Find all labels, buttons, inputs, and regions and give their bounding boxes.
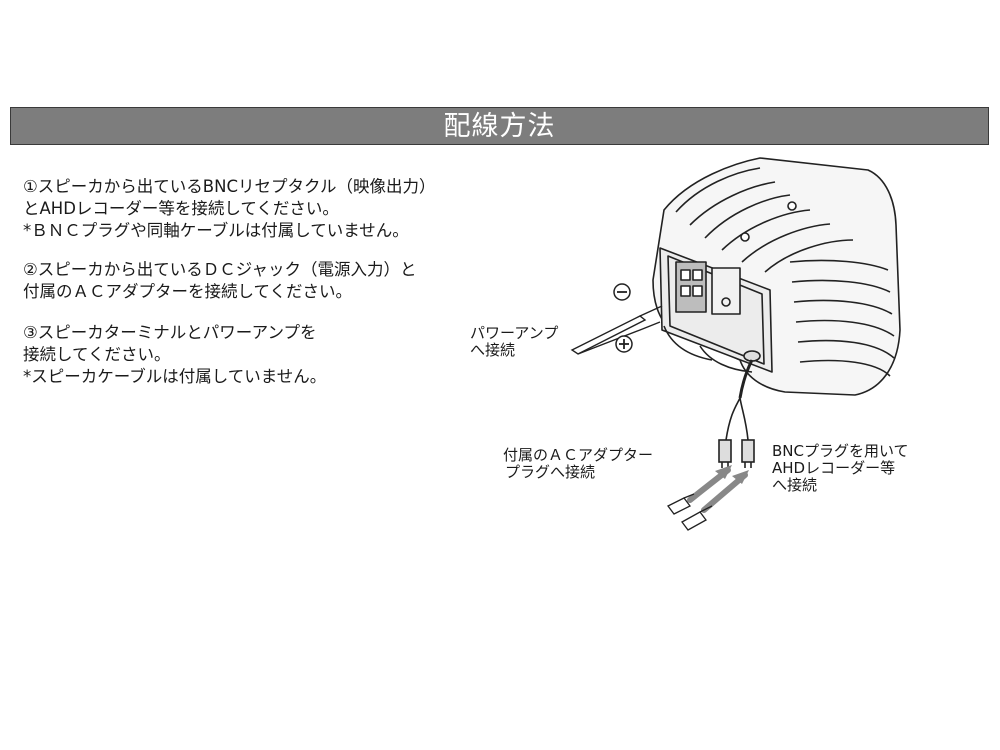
label-line: 付属のＡＣアダプター	[503, 446, 654, 464]
speaker-wire	[570, 305, 663, 355]
label-line: AHDレコーダー等	[772, 459, 896, 477]
label-line: プラグへ接続	[505, 463, 596, 481]
instruction-line: 接続してください。	[23, 345, 171, 364]
ac-adapter-label: 付属のＡＣアダプター プラグへ接続	[503, 447, 653, 481]
speaker-illustration	[652, 157, 901, 396]
instruction-line: とAHDレコーダー等を接続してください。	[23, 199, 339, 218]
instruction-line: *スピーカケーブルは付属していません。	[23, 367, 327, 386]
plug-arrows	[687, 465, 749, 513]
amp-label: パワーアンプ へ接続	[470, 325, 558, 359]
instruction-line: ②スピーカから出ているＤＣジャック（電源入力）と	[23, 260, 417, 279]
label-line: BNCプラグを用いて	[772, 442, 909, 460]
polarity-symbols	[613, 283, 633, 353]
instruction-line: *ＢＮＣプラグや同軸ケーブルは付属していません。	[23, 221, 409, 240]
instruction-2: ②スピーカから出ているＤＣジャック（電源入力）と 付属のＡＣアダプターを接続して…	[23, 259, 416, 303]
instruction-3: ③スピーカターミナルとパワーアンプを 接続してください。 *スピーカケーブルは付…	[23, 322, 326, 388]
label-line: パワーアンプ	[470, 324, 559, 342]
bnc-label: BNCプラグを用いて AHDレコーダー等 へ接続	[772, 443, 909, 494]
plugs	[667, 493, 713, 531]
instruction-1: ①スピーカから出ているBNCリセプタクル（映像出力） とAHDレコーダー等を接続…	[23, 176, 435, 242]
title-bar: 配線方法	[10, 107, 989, 145]
page-title: 配線方法	[443, 111, 556, 142]
label-line: へ接続	[470, 341, 516, 359]
cable-assembly	[718, 359, 755, 468]
instruction-line: ①スピーカから出ているBNCリセプタクル（映像出力）	[23, 177, 436, 196]
label-line: へ接続	[772, 476, 818, 494]
instruction-line: ③スピーカターミナルとパワーアンプを	[23, 323, 317, 342]
instruction-line: 付属のＡＣアダプターを接続してください。	[23, 282, 353, 301]
